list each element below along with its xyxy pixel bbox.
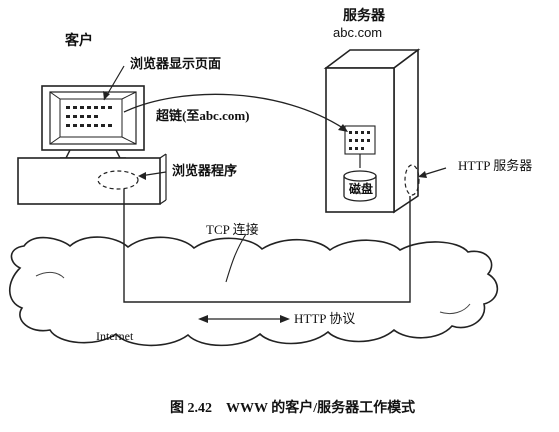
hyperlink-label: 超链(至abc.com) [156,108,250,123]
tcp-connection-line [123,189,411,303]
http-server-label: HTTP 服务器 [458,158,532,173]
http-server-ellipse [404,164,420,196]
hyperlink-curve [123,93,347,131]
http-protocol-label: HTTP 协议 [294,311,355,326]
program-callout-label: 浏览器程序 [172,163,237,178]
disk-label: 磁盘 [348,181,373,196]
server-host: abc.com [333,25,382,40]
web-page-glyphs [66,106,112,127]
screen-callout-label: 浏览器显示页面 [130,56,221,71]
server-title: 服务器 [343,7,386,24]
figure-caption: 图 2.42 WWW 的客户/服务器工作模式 [170,399,415,416]
internet-cloud [8,236,499,347]
internet-label: Internet [96,329,134,343]
server-tower [323,48,421,214]
tcp-label: TCP 连接 [206,222,259,237]
client-monitor [41,85,145,159]
http-protocol-arrow [198,315,290,323]
tcp-callout-line [225,233,247,283]
disk-icon [343,170,377,202]
client-computer-base [17,153,167,205]
browser-program-ellipse [97,170,139,190]
client-label: 客户 [64,32,93,49]
